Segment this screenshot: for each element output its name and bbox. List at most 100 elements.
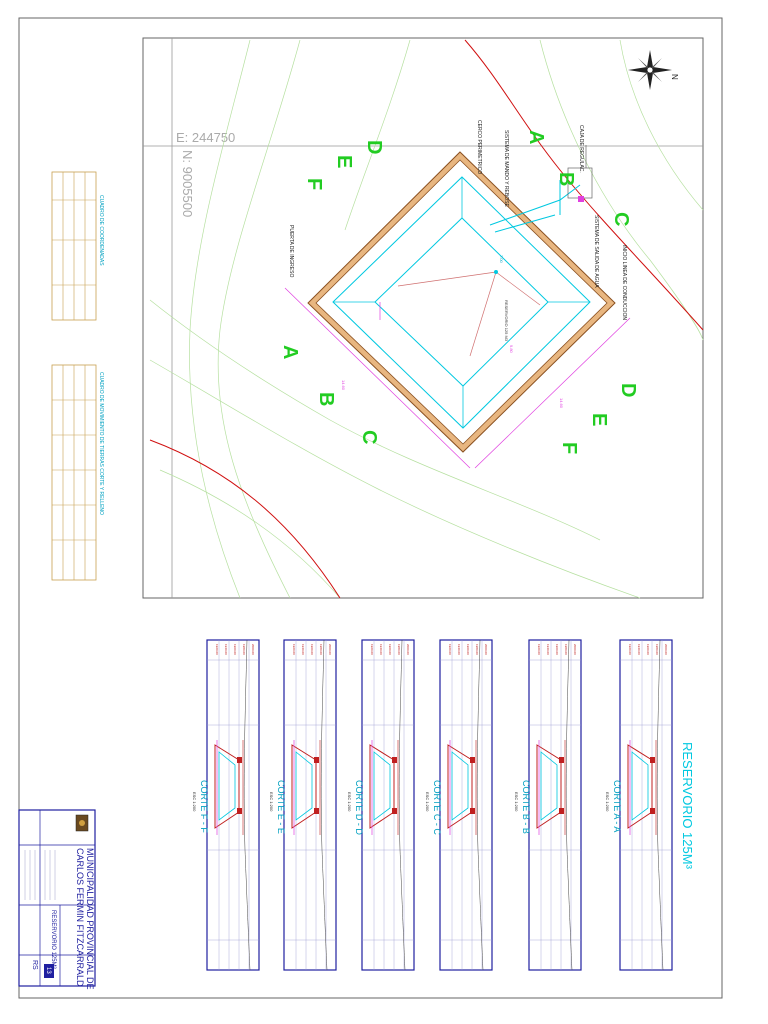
sheet-code: RS — [31, 960, 38, 970]
elevation-label: 2000.00 — [328, 644, 332, 655]
section-scale: ESC 1:200 — [347, 792, 352, 812]
elevation-label: 1940.00 — [301, 644, 305, 655]
road-lines — [149, 39, 704, 599]
section-scale: ESC 1:200 — [605, 792, 610, 812]
elevation-label: 1980.00 — [242, 644, 246, 655]
sheet-number-box — [44, 964, 54, 978]
elevation-label: 1980.00 — [564, 644, 568, 655]
coord-n-label: N: 9005500 — [180, 150, 195, 217]
elevation-label: 1980.00 — [655, 644, 659, 655]
section-panel-b: 2000.00 1980.00 1960.00 1940.00 1920.00CORTE… — [514, 639, 582, 971]
dim-3: 9.80 — [509, 345, 514, 354]
municipal-crest-icon — [75, 814, 89, 832]
section-title: CORTE F - F — [199, 780, 209, 833]
elevation-label: 1940.00 — [546, 644, 550, 655]
reservoir-radials — [397, 271, 541, 357]
elevation-label: 2000.00 — [251, 644, 255, 655]
note-regulation-box: CAJA DE REGULAC. — [578, 125, 584, 173]
elevation-label: 1920.00 — [292, 644, 296, 655]
section-marker-d-right: D — [617, 383, 639, 397]
section-scale: ESC 1:200 — [192, 792, 197, 812]
section-marker-e-right: E — [588, 413, 610, 426]
section-marker-f-right: F — [558, 442, 580, 454]
dimension-lines — [284, 287, 631, 469]
section-marker-a-top: A — [525, 130, 547, 144]
elevation-label: 1920.00 — [537, 644, 541, 655]
dim-4: 7.00 — [499, 255, 504, 264]
elevation-label: 1920.00 — [628, 644, 632, 655]
section-scale: ESC 1:200 — [514, 792, 519, 812]
section-panel-c: 2000.00 1980.00 1960.00 1940.00 1920.00CORTE… — [425, 639, 493, 971]
elevation-label: 2000.00 — [484, 644, 488, 655]
elevation-label: 1940.00 — [224, 644, 228, 655]
sections-main-title: RESERVORIO 125M³ — [680, 742, 695, 870]
section-panel-a: 2000.00 1980.00 1960.00 1940.00 1920.00CORTE… — [605, 639, 673, 971]
elevation-label: 1960.00 — [646, 644, 650, 655]
section-marker-c-top: C — [610, 212, 632, 226]
entity-line-1: MUNICIPALIDAD PROVINCIAL DE — [85, 848, 95, 990]
section-marker-e-top: E — [333, 155, 355, 168]
reservoir-center-note: RESERVORIO 125 M3 — [504, 300, 509, 342]
valve-marker — [578, 196, 584, 202]
elevation-label: 2000.00 — [573, 644, 577, 655]
entity-line-2: CARLOS FERMIN FITZCARRALD — [75, 848, 85, 987]
elevation-label: 1940.00 — [457, 644, 461, 655]
earthworks-table-title: CUADRO DE MOVIMIENTO DE TIERRAS CORTE Y … — [98, 372, 104, 515]
elevation-label: 2000.00 — [664, 644, 668, 655]
contour-lines — [149, 39, 704, 599]
note-gate: PUERTA DE INGRESO — [288, 225, 294, 277]
coordinates-table-title: CUADRO DE COORDENADAS — [98, 195, 104, 266]
section-panels: 2000.00 1980.00 1960.00 1940.00 1920.00CORTE… — [192, 639, 673, 971]
note-fence: CERCO PERIMETRICO — [476, 120, 482, 174]
section-title: CORTE E - E — [276, 780, 286, 834]
section-panel-d: 2000.00 1980.00 1960.00 1940.00 1920.00CORTE… — [347, 639, 415, 971]
elevation-label: 1960.00 — [388, 644, 392, 655]
note-outlet: SISTEMA DE SALIDA DE AGUA — [593, 215, 599, 288]
elevation-label: 1960.00 — [555, 644, 559, 655]
north-arrow-icon — [628, 50, 672, 90]
section-marker-a-bottom: A — [279, 345, 301, 359]
section-marker-b-top: B — [555, 172, 577, 186]
plan-frame — [142, 37, 704, 599]
elevation-label: 1960.00 — [310, 644, 314, 655]
section-marker-c-bottom: C — [358, 430, 380, 444]
pipes — [489, 180, 581, 233]
elevation-label: 1980.00 — [397, 644, 401, 655]
plan-view: E: 244750 N: 9005500 — [142, 37, 704, 599]
elevation-label: 2000.00 — [406, 644, 410, 655]
elevation-label: 1960.00 — [466, 644, 470, 655]
sheet-frame — [18, 17, 723, 999]
note-conduction: INICIO LINEA DE CONDUCCION — [621, 245, 627, 320]
reservoir-inner-edge — [315, 159, 608, 445]
elevation-label: 1920.00 — [370, 644, 374, 655]
dim-2: 14.60 — [559, 398, 564, 409]
section-title: CORTE B - B — [521, 780, 531, 834]
coord-e-label: E: 244750 — [176, 130, 235, 145]
section-scale: ESC 1:200 — [269, 792, 274, 812]
elevation-label: 1920.00 — [215, 644, 219, 655]
sheet-number: 13 — [45, 967, 51, 974]
sheet-name: RESERVORIO 125M³ — [50, 910, 56, 969]
elevation-label: 1940.00 — [637, 644, 641, 655]
section-title: CORTE C - C — [432, 780, 442, 835]
section-scale: ESC 1:200 — [425, 792, 430, 812]
section-marker-d-top: D — [363, 140, 385, 154]
section-panel-e: 2000.00 1980.00 1960.00 1940.00 1920.00CORTE… — [269, 639, 337, 971]
elevation-label: 1980.00 — [319, 644, 323, 655]
section-panel-f: 2000.00 1980.00 1960.00 1940.00 1920.00CORTE… — [192, 639, 260, 971]
elevation-label: 1960.00 — [233, 644, 237, 655]
earthworks-table: CUADRO DE MOVIMIENTO DE TIERRAS CORTE Y … — [51, 364, 104, 581]
north-label: N — [670, 74, 679, 80]
section-marker-f-top: F — [303, 178, 325, 190]
note-control: SISTEMA DE MANDO Y REBOSE — [503, 130, 509, 207]
title-block: MUNICIPALIDAD PROVINCIAL DE CARLOS FERMI… — [18, 809, 96, 990]
section-title: CORTE D - D — [354, 780, 364, 835]
elevation-label: 1940.00 — [379, 644, 383, 655]
dim-1: 14.60 — [341, 380, 346, 391]
elevation-label: 1920.00 — [448, 644, 452, 655]
section-title: CORTE A - A — [612, 780, 622, 832]
elevation-label: 1980.00 — [475, 644, 479, 655]
coordinates-table: CUADRO DE COORDENADAS — [51, 171, 104, 321]
section-marker-b-bottom: B — [315, 392, 337, 406]
